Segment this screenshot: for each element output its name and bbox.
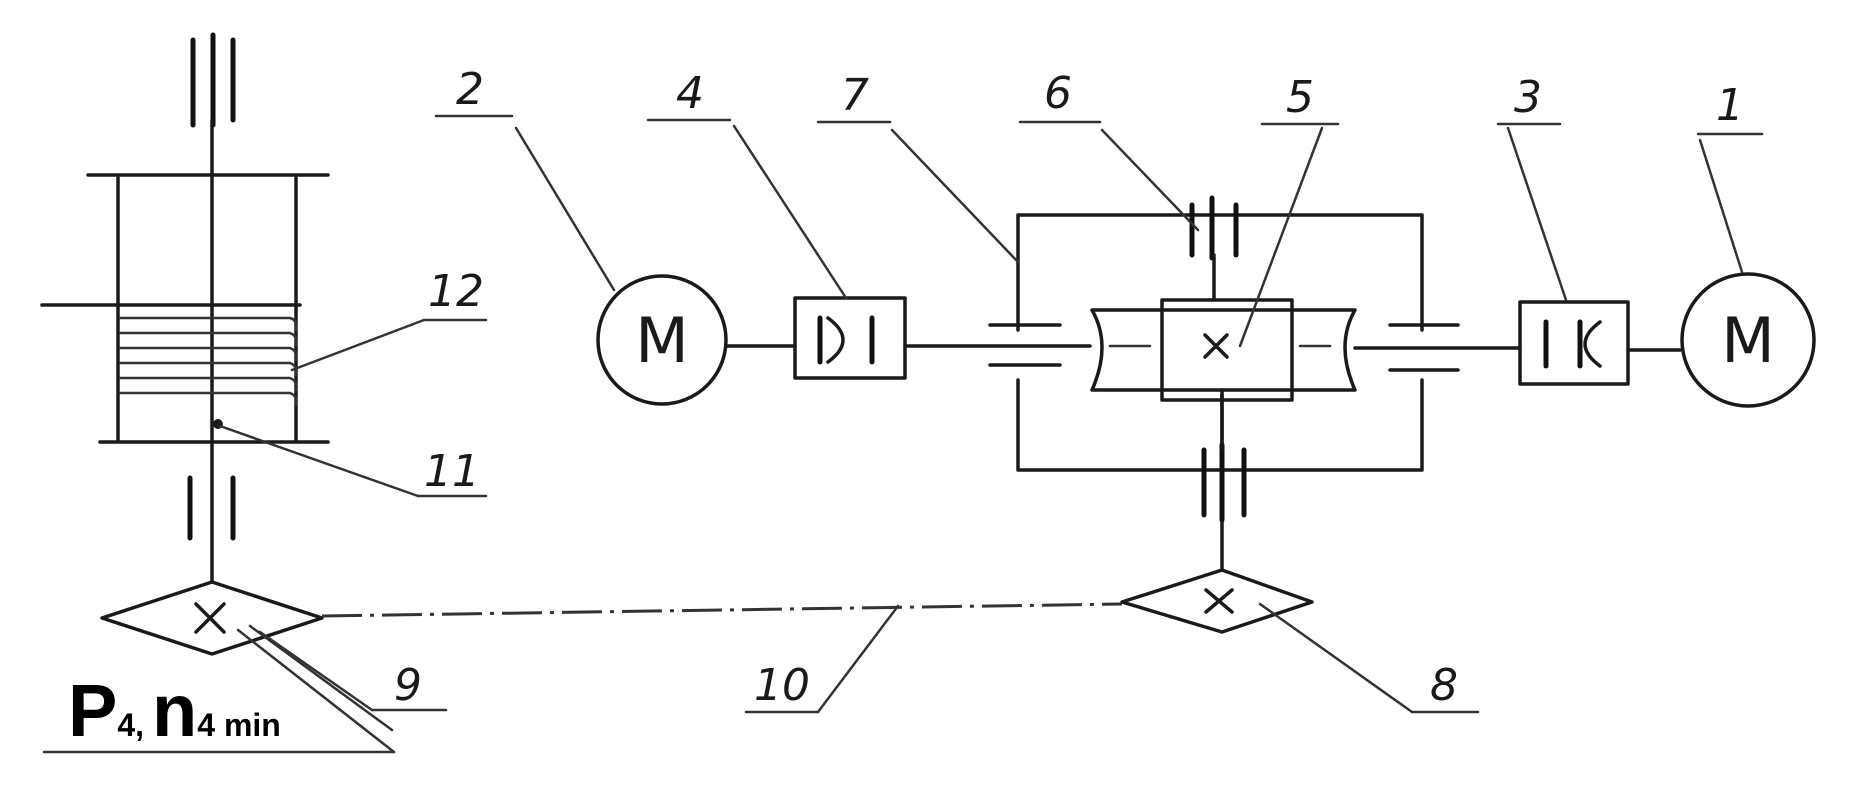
label-6: 6	[1044, 68, 1072, 119]
motor-1-symbol: M	[1721, 304, 1775, 377]
label-7: 7	[841, 70, 869, 121]
formula-p-sub: 4,	[117, 707, 144, 743]
differential-5	[988, 195, 1460, 523]
label-1: 1	[1716, 80, 1744, 131]
label-8: 8	[1430, 660, 1458, 711]
formula-n-sub: 4 min	[197, 707, 281, 743]
rope-winding	[118, 316, 298, 407]
label-11: 11	[424, 446, 480, 497]
coupling-3	[1518, 300, 1630, 386]
formula-p: P	[68, 669, 117, 752]
transmission-shaft-10	[321, 602, 1123, 618]
label-10: 10	[754, 660, 810, 711]
motor-2-symbol: M	[635, 304, 689, 377]
bevel-gear-8	[1120, 393, 1314, 634]
motor-1: M	[1680, 272, 1816, 408]
leader-lines	[42, 114, 1764, 754]
svg-text:P4,n4 min: P4,n4 min	[68, 669, 281, 752]
label-9: 9	[394, 660, 422, 711]
label-5: 5	[1286, 72, 1314, 123]
motor-2: M	[596, 274, 728, 406]
bevel-gear-9	[100, 580, 324, 656]
label-3: 3	[1514, 72, 1542, 123]
formula-p4-n4min: P4,n4 min	[68, 669, 281, 752]
label-12: 12	[428, 266, 484, 317]
formula-n: n	[152, 669, 197, 752]
coupling-4	[793, 296, 907, 380]
label-2: 2	[456, 64, 484, 115]
label-4: 4	[676, 68, 704, 119]
drum-assembly	[40, 32, 330, 582]
